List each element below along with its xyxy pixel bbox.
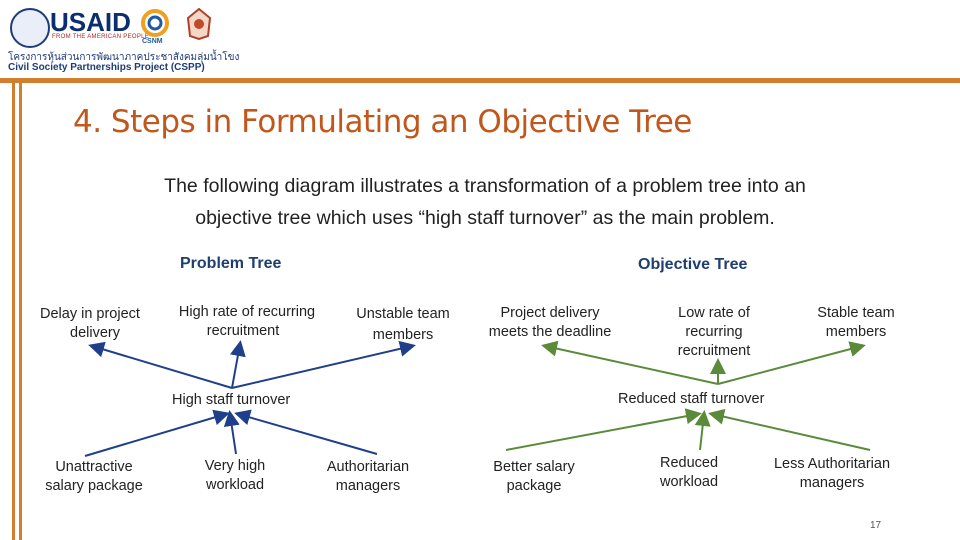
- problem-tree-heading: Problem Tree: [180, 255, 282, 272]
- arrow-from-cause-1: [84, 409, 230, 457]
- objective-means-arrows: [505, 408, 871, 451]
- means-1-line-1: Better salary: [493, 459, 575, 475]
- end-2-line-2: recurring: [685, 324, 743, 340]
- cause-2: Very high workload: [190, 457, 280, 495]
- cause-3-line-1: Authoritarian: [326, 459, 410, 475]
- end-1: Project delivery meets the deadline: [474, 304, 626, 342]
- end-3-line-2: members: [825, 324, 887, 340]
- objective-tree-heading: Objective Tree: [638, 256, 748, 273]
- means-3-line-1: Less Authoritarian: [773, 456, 891, 472]
- end-1-line-2: meets the deadline: [488, 324, 612, 340]
- intro-line-1: The following diagram illustrates a tran…: [164, 175, 806, 197]
- arrow-to-effect-3: [231, 340, 416, 389]
- intro-text: The following diagram illustrates a tran…: [100, 170, 870, 234]
- end-2-line-3: recruitment: [677, 343, 751, 359]
- problem-cause-arrows: [84, 409, 378, 457]
- usaid-seal-icon: [10, 8, 50, 48]
- end-1-line-1: Project delivery: [500, 305, 600, 321]
- arrow-from-means-2: [694, 410, 711, 451]
- intro-line-2: objective tree which uses “high staff tu…: [195, 207, 775, 229]
- effect-2-line-1: High rate of recurring: [178, 304, 316, 320]
- end-2: Low rate of recurring recruitment: [660, 304, 768, 361]
- page-number: 17: [870, 520, 882, 531]
- arrow-to-effect-2: [229, 340, 246, 389]
- means-3: Less Authoritarian managers: [752, 455, 912, 493]
- end-2-line-1: Low rate of: [678, 305, 750, 321]
- arrow-to-end-3: [717, 341, 866, 385]
- effect-1-line-1: Delay in project: [40, 306, 140, 322]
- arrow-to-effect-1: [88, 341, 233, 389]
- usaid-tagline: FROM THE AMERICAN PEOPLE: [52, 34, 150, 40]
- means-2-line-2: workload: [659, 474, 719, 490]
- csnm-logo-icon: [141, 9, 169, 37]
- effect-1: Delay in project delivery: [40, 305, 140, 343]
- cause-2-line-1: Very high: [204, 458, 266, 474]
- effect-2: High rate of recurring recruitment: [162, 303, 332, 341]
- arrow-from-cause-3: [234, 409, 378, 455]
- usaid-logo: USAID: [50, 7, 131, 37]
- effect-3: Unstable team members: [342, 305, 464, 345]
- cause-3: Authoritarian managers: [312, 458, 424, 496]
- effect-2-line-2: recruitment: [206, 323, 280, 339]
- core-objective: Reduced staff turnover: [618, 391, 765, 407]
- arrow-from-means-1: [505, 408, 702, 451]
- crest-icon: [186, 8, 212, 40]
- csnm-logo-text: CSNM: [142, 38, 163, 45]
- means-3-line-2: managers: [799, 475, 865, 491]
- cause-1-line-2: salary package: [45, 478, 143, 494]
- means-1: Better salary package: [476, 458, 592, 496]
- cause-2-line-2: workload: [205, 477, 265, 493]
- arrow-to-end-1: [541, 340, 719, 385]
- means-2-line-1: Reduced: [659, 455, 719, 471]
- thai-project-name: โครงการหุ้นส่วนการพัฒนาภาคประชาสังคมลุ่ม…: [8, 52, 240, 63]
- arrow-from-cause-2: [223, 410, 240, 455]
- slide-title: 4. Steps in Formulating an Objective Tre…: [73, 104, 692, 140]
- effect-1-line-2: delivery: [70, 325, 120, 341]
- objective-end-arrows: [541, 340, 866, 385]
- means-2: Reduced workload: [644, 454, 734, 492]
- top-divider: [0, 78, 960, 83]
- effect-3-line-2: members: [372, 327, 434, 343]
- cause-3-line-2: managers: [335, 478, 401, 494]
- cause-1: Unattractive salary package: [32, 458, 156, 496]
- core-problem: High staff turnover: [172, 392, 291, 408]
- left-bar-2: [19, 83, 22, 540]
- problem-effect-arrows: [88, 340, 416, 389]
- arrow-from-means-3: [708, 408, 871, 451]
- project-name: Civil Society Partnerships Project (CSPP…: [8, 62, 205, 73]
- end-3: Stable team members: [804, 304, 908, 342]
- left-bar-1: [12, 83, 15, 540]
- end-3-line-1: Stable team: [817, 305, 895, 321]
- means-1-line-2: package: [506, 478, 562, 494]
- cause-1-line-1: Unattractive: [55, 459, 133, 475]
- effect-3-line-1: Unstable team: [356, 306, 450, 322]
